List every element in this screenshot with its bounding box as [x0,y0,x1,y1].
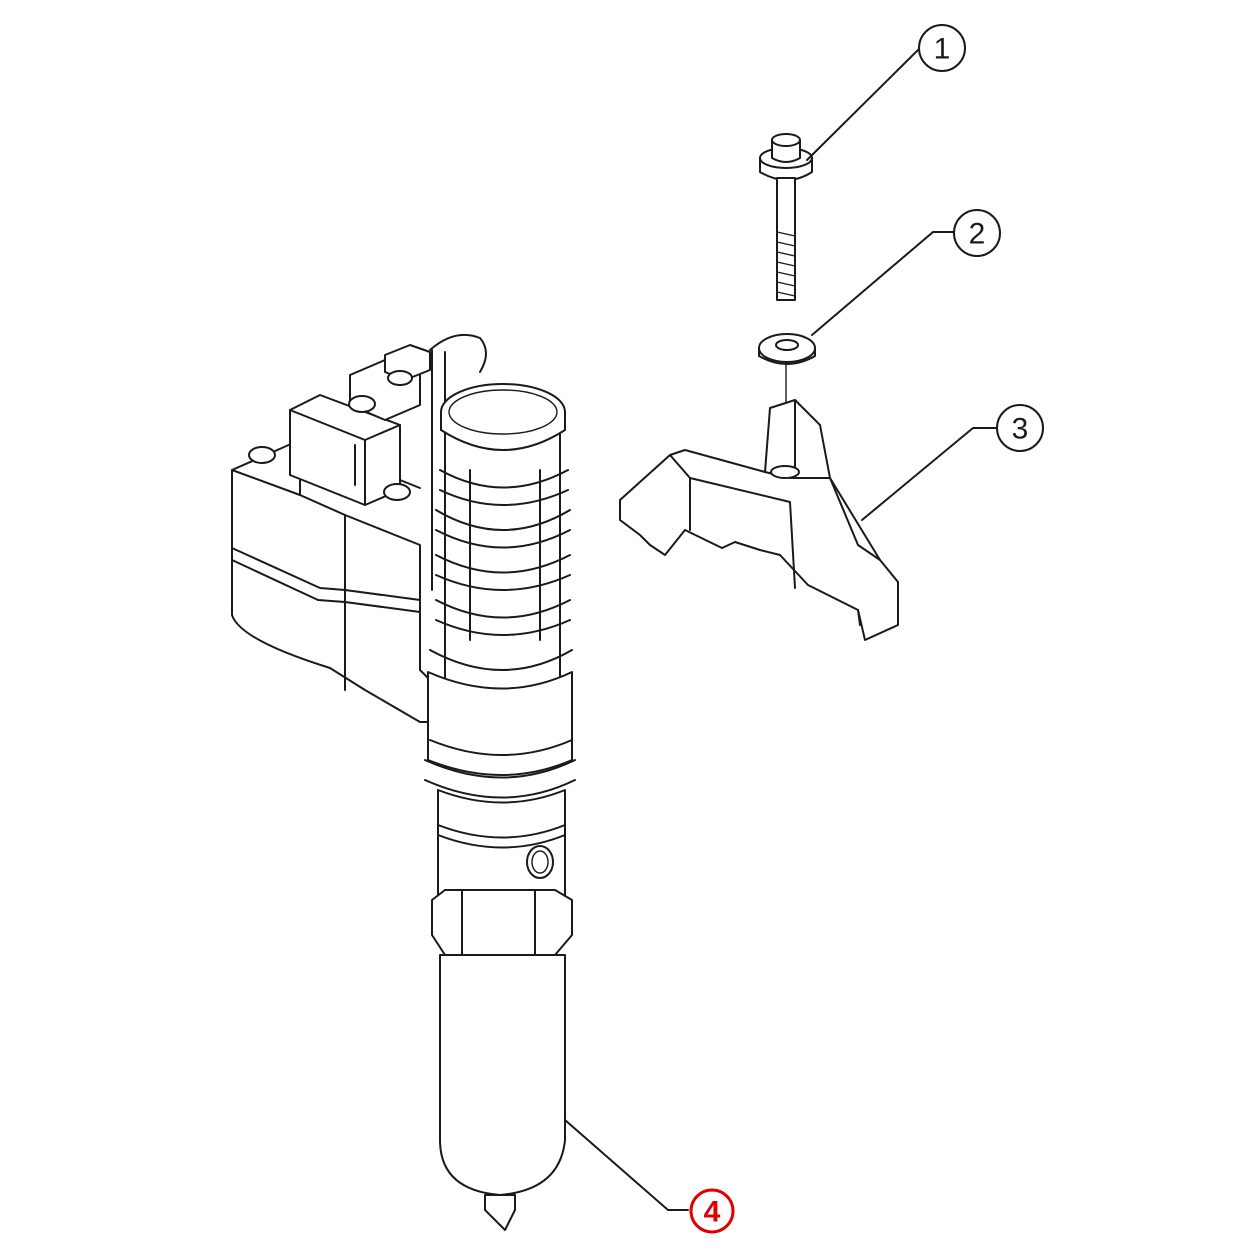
callout-1: 1 [918,24,966,72]
fuel-injector [231,334,576,1231]
spring [429,469,573,671]
callout-2: 2 [953,209,1001,257]
callout-label-highlighted: 4 [704,1196,721,1229]
leader-lines [564,47,998,1211]
callout-3: 3 [996,404,1044,452]
injector-clamp [619,399,899,641]
callout-label: 3 [1012,413,1029,446]
callout-label: 2 [969,218,986,251]
bolt [759,133,813,301]
callout-label: 1 [934,33,951,66]
callout-4: 4 [689,1188,735,1234]
washer [758,333,816,365]
